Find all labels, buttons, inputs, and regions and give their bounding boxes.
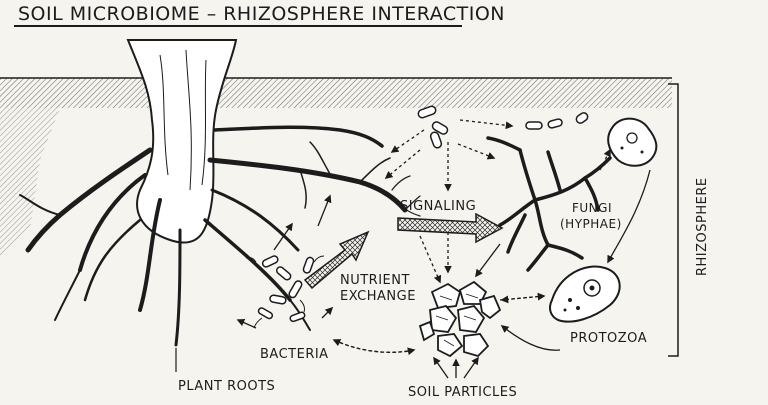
bacteria-flagella (245, 255, 325, 329)
tree-trunk (126, 39, 238, 244)
label-plant-roots: PLANT ROOTS (178, 379, 275, 394)
label-nutrient: NUTRIENT (340, 273, 410, 288)
nutrient-exchange-arrow (303, 230, 370, 290)
bacteria-cluster (257, 255, 315, 323)
soil-layer (0, 78, 672, 405)
amoeba-cell (607, 117, 658, 167)
diagram-title: SOIL MICROBIOME – RHIZOSPHERE INTERACTIO… (18, 3, 505, 25)
soil-surface-hatch (0, 78, 672, 108)
interaction-arrows (236, 119, 651, 356)
label-rhizosphere: RHIZOSPHERE (695, 177, 710, 276)
label-protozoa: PROTOZOA (570, 331, 647, 346)
plant-roots (19, 125, 421, 347)
soil-particle-shading (435, 293, 479, 347)
fungi-hyphae (486, 136, 612, 272)
signaling-arrow (397, 212, 504, 244)
soil-shading (0, 108, 60, 260)
label-fungi: FUNGI (572, 201, 612, 215)
label-bacteria: BACTERIA (260, 347, 329, 362)
label-hyphae: (HYPHAE) (560, 217, 622, 231)
rhizosphere-bracket (668, 83, 679, 357)
protozoa-cell (549, 265, 621, 323)
label-soil-particles: SOIL PARTICLES (408, 385, 517, 400)
soil-particle-pointers (433, 356, 479, 379)
soil-particles (418, 280, 502, 358)
top-bacteria (417, 105, 589, 149)
label-exchange: EXCHANGE (340, 289, 416, 304)
trunk-texture (159, 49, 207, 191)
label-signaling: SIGNALING (400, 199, 476, 214)
